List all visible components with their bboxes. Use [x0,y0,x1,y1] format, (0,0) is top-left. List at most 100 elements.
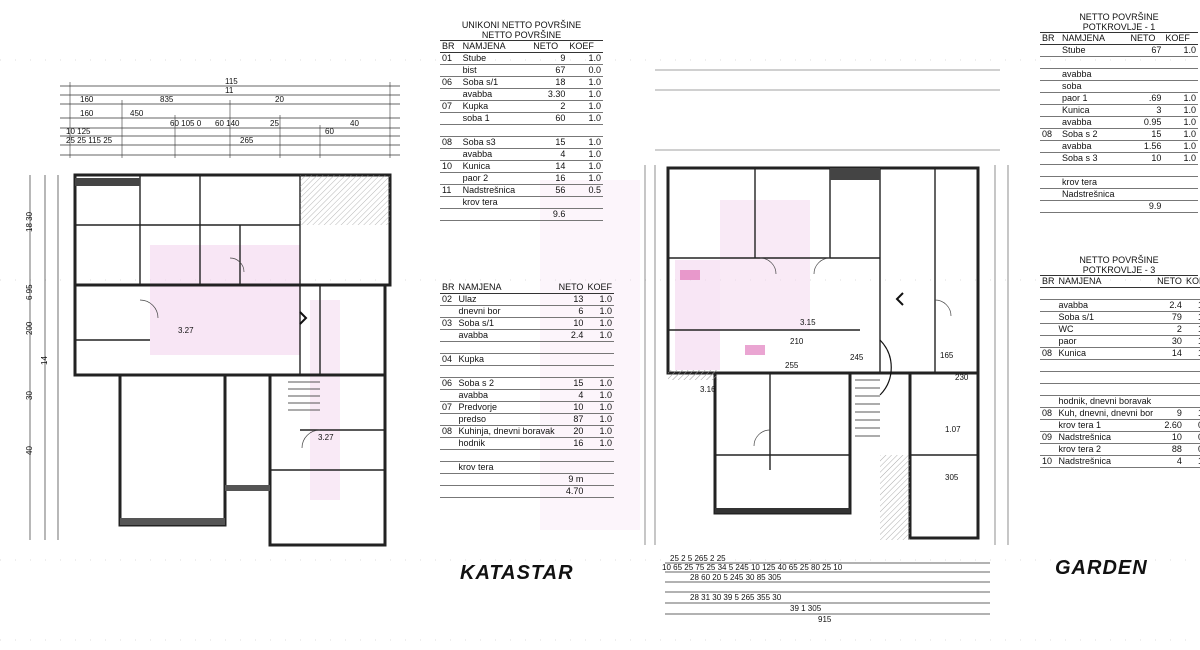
row-number [1040,323,1057,336]
row-area [1155,287,1184,300]
row-area: 4 [531,148,568,161]
row-coefficient: 1.0 [585,437,614,450]
row-area: 14 [531,160,568,173]
row-coefficient: 1.0 [1183,323,1200,336]
row-coefficient: 1.0 [585,413,614,426]
row-name: avabba [1060,140,1129,153]
row-area: 15 [556,377,586,390]
dim-left-top-9: 60 140 [215,119,240,128]
row-area: 4 [556,389,586,402]
row-name: soba [1060,80,1129,93]
row-name: predso [456,413,557,426]
row-number [1040,443,1057,456]
row-number [440,88,461,101]
row-name: avabba [460,148,532,161]
row-area [1155,395,1184,408]
row-name: Soba s3 [460,136,532,149]
column-header: KOEF [1163,33,1198,45]
row-area: 1.56 [1128,140,1164,153]
row-number [1040,311,1057,324]
row-number [1040,419,1057,432]
row-area: 60 [531,112,568,125]
left-floor-plan: 115 11 160 835 20 160 450 60 105 0 60 14… [25,77,400,547]
row-coefficient: 1.0 [1163,92,1198,105]
dim-left-side-6: 40 [25,446,34,455]
row-coefficient [567,124,603,137]
room-dimension: 245 [850,353,864,362]
column-header: BR [440,41,461,53]
row-number: 11 [440,184,461,197]
row-name: Nadstrešnica [1056,431,1156,444]
row-name: Kupka [460,100,532,113]
row-name: krov tera 2 [1056,443,1156,456]
area-table-top-right: NETTO POVRŠINE POTKROVLJE - 1 BR NAMJENA… [1040,12,1198,213]
row-area: 88 [1155,443,1184,456]
row-coefficient: 1.0 [1183,335,1200,348]
row-area [1128,80,1164,93]
row-area: 6 [556,305,586,318]
column-header: KOEF [585,282,614,294]
row-name: WC [1056,323,1156,336]
table-total: 4.70 [556,485,586,498]
row-name [460,124,532,137]
table-subtitle: NETTO POVRŠINE [440,30,603,41]
row-coefficient: 1.0 [1163,152,1198,165]
room-area-label: 3.27 [178,326,194,335]
row-coefficient: 1.0 [585,389,614,402]
row-name [1056,371,1156,384]
row-name: dnevni bor [456,305,557,318]
room-dimension: 165 [940,351,954,360]
row-number [1040,359,1057,372]
row-name: hodnik [456,437,557,450]
row-coefficient [585,461,614,474]
row-name: paor 1 [1060,92,1129,105]
dim-left-side-3: 200 [25,321,34,335]
row-coefficient [1163,176,1198,189]
row-coefficient [585,365,614,378]
row-coefficient [1163,80,1198,93]
dim-left-top-3: 160 [80,95,94,104]
row-number [440,124,461,137]
row-name [1056,287,1156,300]
room-area-label: 1.07 [945,425,961,434]
row-area: 2.4 [556,329,586,342]
room-dimension: 255 [785,361,799,370]
row-name: paor [1056,335,1156,348]
row-area: 9 [531,52,568,65]
floor-label-ground: KATASTAR [460,562,574,584]
row-area: 56 [531,184,568,197]
row-coefficient: 1.0 [567,76,603,89]
dim-left-top-4: 835 [160,95,174,104]
column-header: BR [1040,276,1057,288]
row-number: 07 [440,401,457,414]
row-name: Soba s 2 [456,377,557,390]
row-coefficient: 0.0 [567,64,603,77]
row-number [440,196,461,209]
row-number [1040,116,1060,129]
row-name: avabba [456,389,557,402]
row-number: 10 [1040,455,1057,468]
row-area: 30 [1155,335,1184,348]
table-row: WC21.0 [1040,323,1200,336]
column-header: NETO [1155,276,1184,288]
row-coefficient [1163,188,1198,201]
row-area: 14 [1155,347,1184,360]
row-area: 15 [1128,128,1164,141]
dim-right-bottom-3: 28 60 20 5 245 30 85 305 [690,573,782,582]
row-coefficient: 1.0 [1183,347,1200,360]
row-coefficient: 1.0 [567,172,603,185]
column-header: BR [440,282,457,294]
row-area: 10 [1128,152,1164,165]
dim-left-top-1: 115 [225,77,238,86]
row-number [1040,104,1060,117]
row-name: Soba s/1 [460,76,532,89]
room-area-label: 3.27 [318,433,334,442]
